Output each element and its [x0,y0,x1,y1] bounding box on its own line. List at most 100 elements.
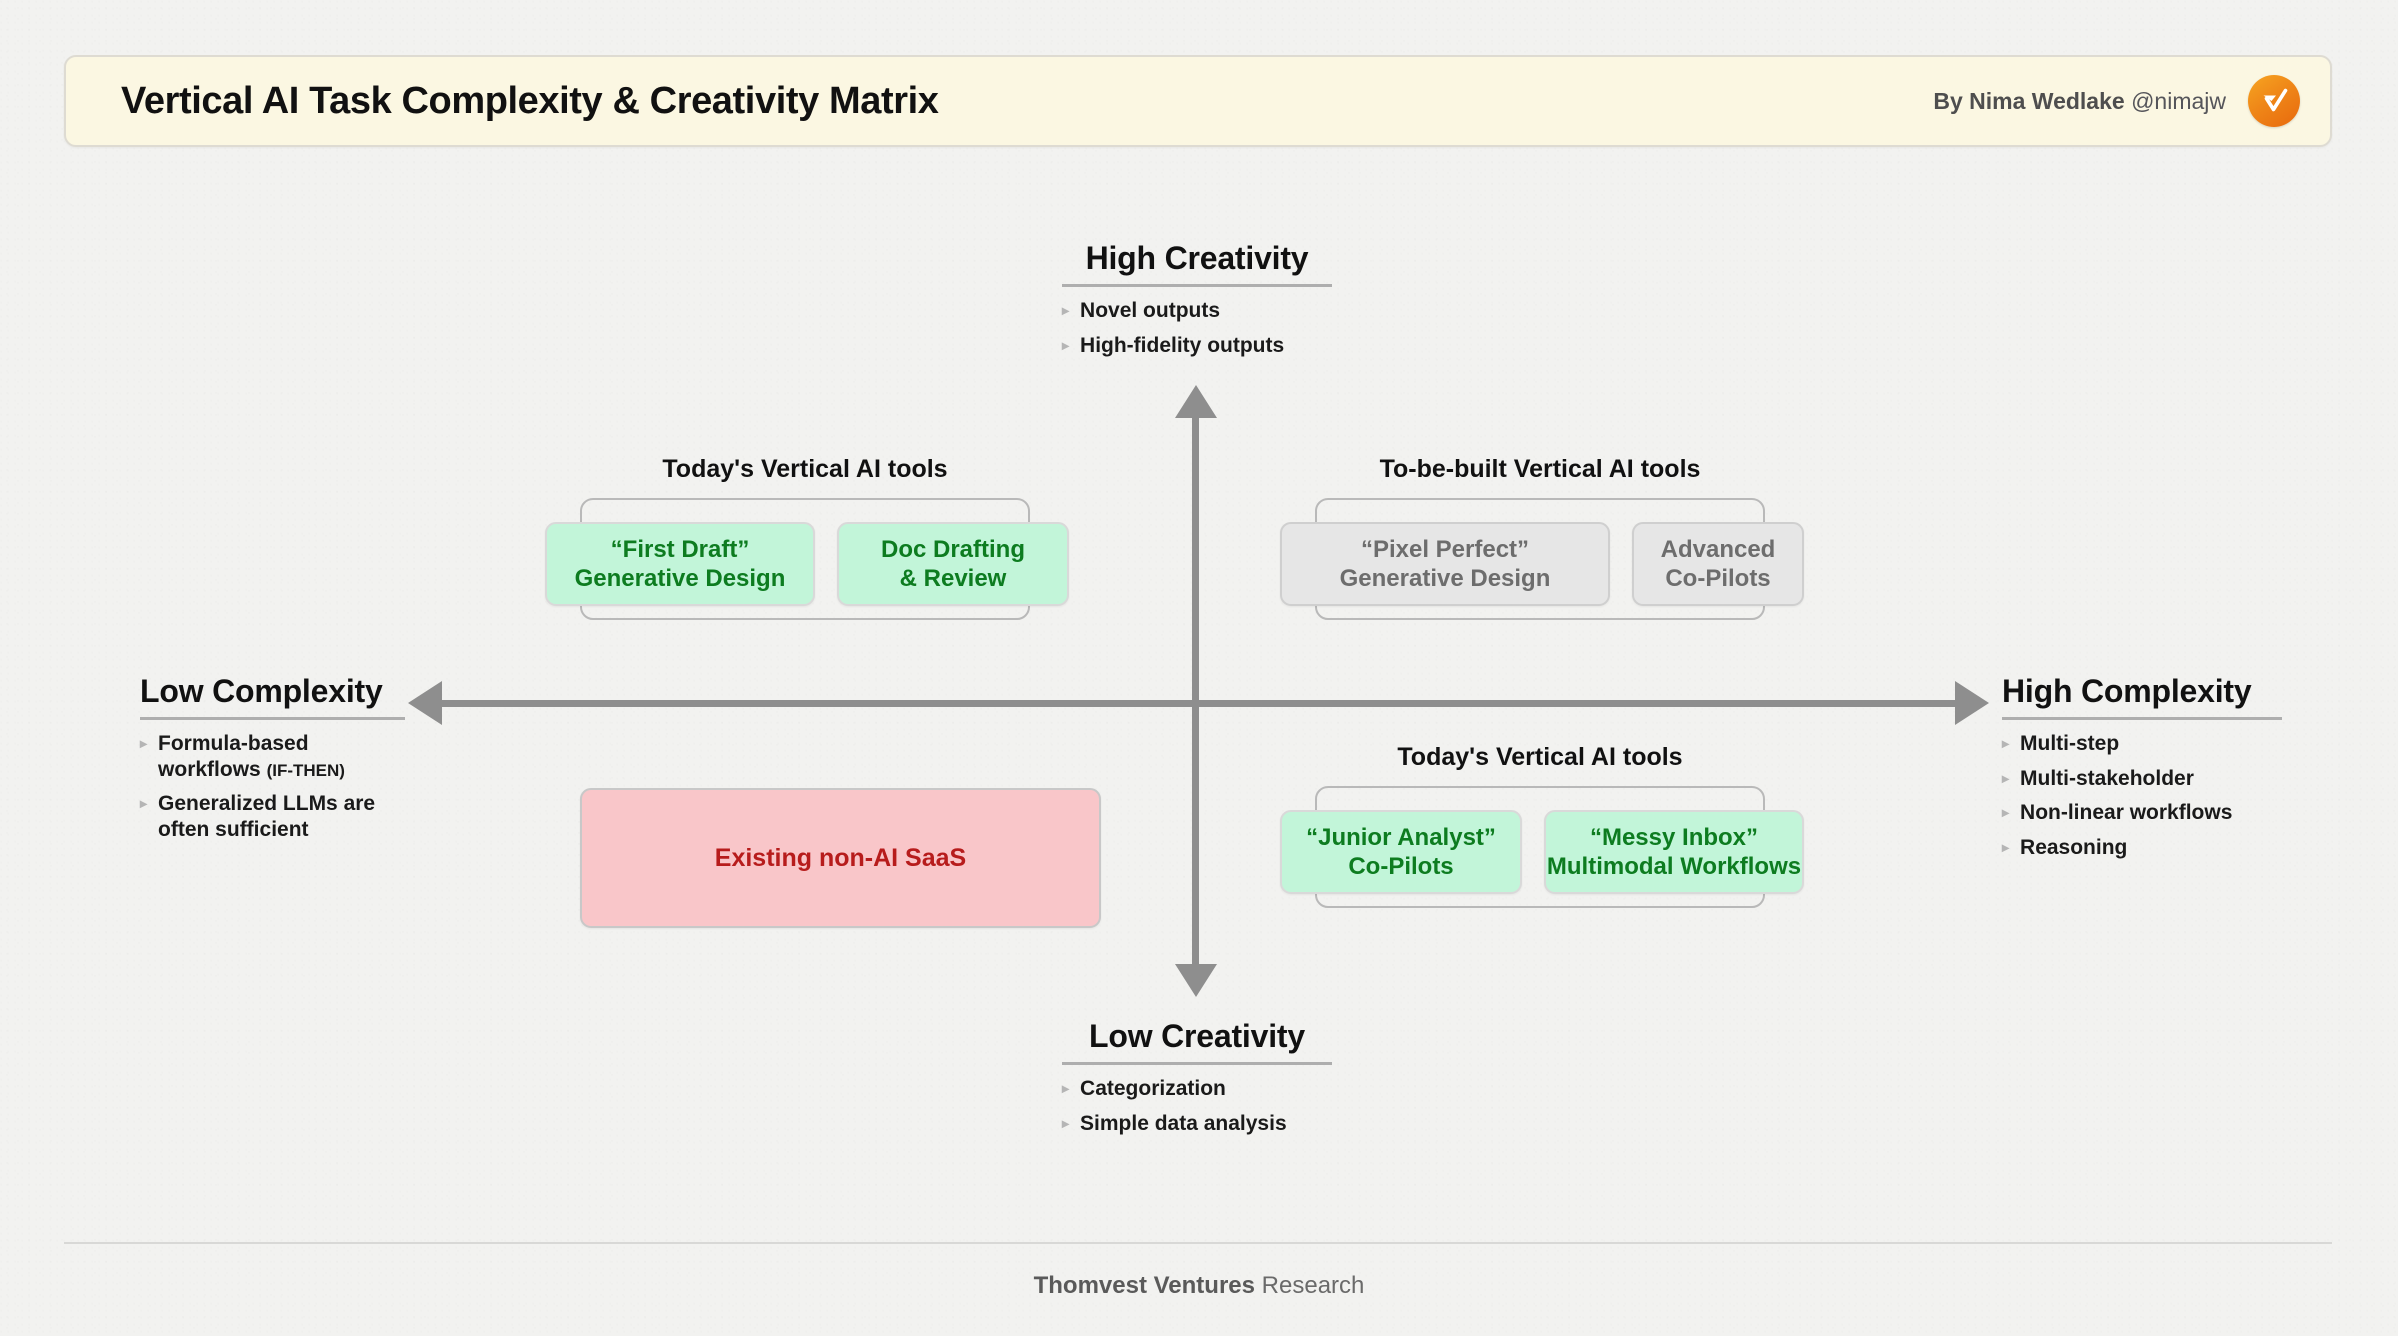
triangle-bullet-icon: ▸ [1062,302,1070,318]
card-pixel-perfect-generative-design[interactable]: “Pixel Perfect” Generative Design [1280,522,1610,606]
divider [140,717,405,720]
divider [2002,717,2282,720]
triangle-bullet-icon: ▸ [1062,336,1070,353]
list-item-label: Multi-step [2020,732,2120,755]
card-line2: Multimodal Workflows [1546,853,1802,880]
card-advanced-co-pilots[interactable]: Advanced Co-Pilots [1632,522,1804,606]
complexity-axis-line [437,700,1962,707]
list-item-note: (IF-THEN) [266,760,345,780]
list-item: ▸ Formula-based workflows (IF-THEN) [140,731,405,782]
list-item: ▸ Simple data analysis [1062,1111,1332,1137]
card-line1: “Pixel Perfect” [1360,535,1530,563]
quadrant-group-top-right: To-be-built Vertical AI tools “Pixel Per… [1280,455,1804,620]
card-line2: Co-Pilots [1348,853,1454,880]
page-title: Vertical AI Task Complexity & Creativity… [121,79,939,122]
list-item-label: Non-linear workflows [2020,801,2233,825]
card-line2: & Review [899,565,1007,592]
list-item-label: High-fidelity outputs [1080,333,1285,357]
arrow-right-icon [1955,681,1989,725]
card-line1: Advanced [1660,535,1776,563]
card-line1: “First Draft” [610,535,750,563]
card-label: Doc Drafting & Review [881,535,1025,594]
group-frame: “First Draft” Generative Design Doc Draf… [545,498,1069,620]
byline-author: By Nima Wedlake [1933,87,2125,114]
group-label: Today's Vertical AI tools [1397,743,1683,771]
list-item-label: Multi-stakeholder [2020,766,2194,790]
group-label: Today's Vertical AI tools [662,455,948,483]
axis-label-low-complexity: Low Complexity ▸ Formula-based workflows… [140,673,405,851]
card-first-draft-generative-design[interactable]: “First Draft” Generative Design [545,522,815,606]
list-item: ▸ Non-linear workflows [2002,800,2282,826]
divider [1062,284,1332,287]
card-line1: “Messy Inbox” [1589,823,1759,851]
card-line2: Co-Pilots [1665,565,1771,592]
list-item-label: Novel outputs [1080,299,1221,322]
card-row: “Pixel Perfect” Generative Design Advanc… [1280,522,1804,606]
arrow-down-icon [1175,964,1217,997]
card-label: “Messy Inbox” Multimodal Workflows [1547,823,1801,882]
divider [1062,1062,1332,1065]
axis-title: Low Creativity [1089,1018,1305,1054]
bullet-list: ▸ Multi-step ▸ Multi-stakeholder ▸ Non-line… [2002,731,2282,860]
arrow-up-icon [1175,385,1217,418]
footer-divider [64,1242,2332,1244]
byline-handle: @nimajw [2131,87,2226,114]
group-frame: “Junior Analyst” Co-Pilots “Messy Inbox”… [1280,786,1804,908]
list-item-label: Formula-based workflows (IF-THEN) [158,731,405,782]
axis-label-high-creativity: High Creativity ▸Novel outputs ▸High-fid… [1062,240,1332,367]
triangle-bullet-icon: ▸ [1062,1114,1070,1131]
triangle-bullet-icon: ▸ [1062,1080,1070,1096]
card-row: “First Draft” Generative Design Doc Draf… [545,522,1069,606]
triangle-bullet-icon: ▸ [2002,769,2010,786]
card-label: Existing non-AI SaaS [714,843,967,872]
group-frame: “Pixel Perfect” Generative Design Advanc… [1280,498,1804,620]
footer-credit: Thomvest Ventures Research [0,1272,2398,1300]
bullet-list: ▸ Categorization ▸ Simple data analysis [1062,1076,1332,1136]
list-item: ▸ Categorization [1062,1076,1332,1102]
triangle-bullet-icon: ▸ [2002,804,2010,821]
list-item: ▸ Multi-step [2002,731,2282,757]
axis-title: High Complexity [2002,673,2252,709]
triangle-bullet-icon: ▸ [2002,735,2010,751]
card-label: Advanced Co-Pilots [1661,535,1776,594]
card-label: “Pixel Perfect” Generative Design [1340,535,1551,594]
header-bar: Vertical AI Task Complexity & Creativity… [64,55,2332,147]
list-item-label: Categorization [1080,1077,1226,1100]
thomvest-checkmark-logo-icon [2248,75,2300,127]
bullet-list: ▸ Formula-based workflows (IF-THEN) ▸ Ge… [140,731,405,842]
list-item-text: Formula-based workflows [158,732,309,781]
quadrant-group-bottom-right: Today's Vertical AI tools “Junior Analys… [1280,743,1804,908]
card-line1: “Junior Analyst” [1306,823,1496,851]
card-label: “First Draft” Generative Design [575,535,786,594]
footer-brand: Thomvest Ventures [1033,1272,1255,1299]
triangle-bullet-icon: ▸ [2002,838,2010,855]
header-attribution: By Nima Wedlake @nimajw [1933,75,2300,127]
list-item-label: Simple data analysis [1080,1111,1287,1135]
creativity-axis-line [1192,412,1199,972]
arrow-left-icon [408,681,442,725]
card-line1: Doc Drafting [881,535,1025,563]
bullet-list: ▸ Novel outputs ▸ High-fidelity outputs [1062,298,1332,358]
triangle-bullet-icon: ▸ [140,795,148,812]
triangle-bullet-icon: ▸ [140,735,148,751]
footer-suffix: Research [1255,1272,1365,1299]
list-item: ▸ Novel outputs [1062,298,1332,324]
card-line2: Generative Design [574,565,786,592]
list-item-label: Reasoning [2020,835,2128,859]
card-line2: Generative Design [1339,565,1551,592]
card-junior-analyst-co-pilots[interactable]: “Junior Analyst” Co-Pilots [1280,810,1522,894]
list-item: ▸ Reasoning [2002,835,2282,861]
axis-label-low-creativity: Low Creativity ▸ Categorization ▸ Simple d… [1062,1018,1332,1145]
list-item-label: Generalized LLMs are often sufficient [158,792,376,841]
group-label: To-be-built Vertical AI tools [1379,455,1701,483]
card-row: “Junior Analyst” Co-Pilots “Messy Inbox”… [1280,810,1804,894]
card-label: “Junior Analyst” Co-Pilots [1306,823,1496,882]
card-doc-drafting-review[interactable]: Doc Drafting & Review [837,522,1069,606]
list-item: ▸ Multi-stakeholder [2002,766,2282,792]
axis-label-high-complexity: High Complexity ▸ Multi-step ▸ Multi-stake… [2002,673,2282,869]
card-existing-non-ai-saas[interactable]: Existing non-AI SaaS [580,788,1101,928]
quadrant-group-top-left: Today's Vertical AI tools “First Draft” … [545,455,1069,620]
card-messy-inbox-multimodal-workflows[interactable]: “Messy Inbox” Multimodal Workflows [1544,810,1804,894]
list-item: ▸ Generalized LLMs are often sufficient [140,791,405,842]
list-item: ▸ High-fidelity outputs [1062,333,1332,359]
